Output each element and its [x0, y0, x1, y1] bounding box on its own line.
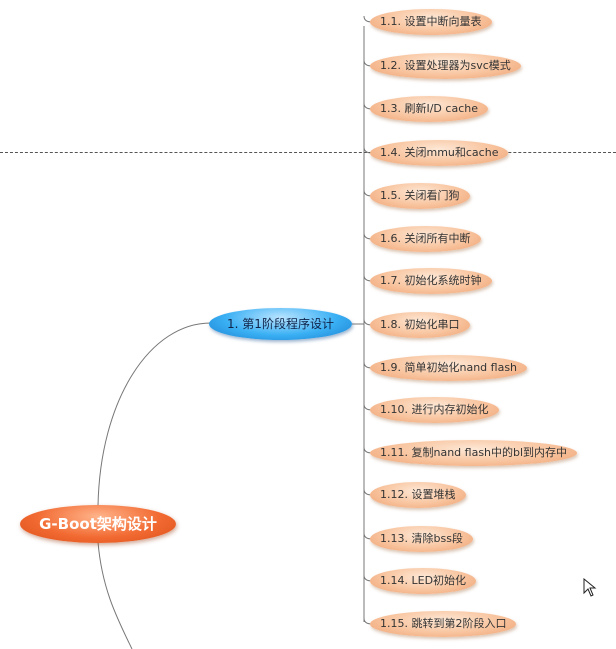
node-1-3[interactable]: 1.3. 刷新I/D cache	[370, 96, 488, 122]
node-1-4[interactable]: 1.4. 关闭mmu和cache	[370, 140, 509, 166]
mouse-pointer-icon	[583, 578, 597, 597]
node-1-10[interactable]: 1.10. 进行内存初始化	[370, 397, 499, 423]
node-1-8[interactable]: 1.8. 初始化串口	[370, 312, 470, 338]
page-break-line	[0, 152, 616, 153]
node-1-9[interactable]: 1.9. 简单初始化nand flash	[370, 355, 528, 381]
node-1-14[interactable]: 1.14. LED初始化	[370, 568, 477, 594]
root-to-stage-connector	[97, 322, 213, 507]
root-node[interactable]: G-Boot架构设计	[20, 505, 176, 543]
node-1-2[interactable]: 1.2. 设置处理器为svc模式	[370, 53, 521, 79]
node-1-13[interactable]: 1.13. 清除bss段	[370, 526, 473, 552]
root-down-connector	[97, 541, 133, 649]
node-1-15[interactable]: 1.15. 跳转到第2阶段入口	[370, 611, 517, 637]
node-1-1[interactable]: 1.1. 设置中断向量表	[370, 9, 492, 35]
node-1-12[interactable]: 1.12. 设置堆栈	[370, 482, 466, 508]
node-1-7[interactable]: 1.7. 初始化系统时钟	[370, 268, 492, 294]
node-1-5[interactable]: 1.5. 关闭看门狗	[370, 183, 470, 209]
stage1-node[interactable]: 1. 第1阶段程序设计	[209, 308, 352, 340]
node-1-6[interactable]: 1.6. 关闭所有中断	[370, 226, 481, 252]
node-1-11[interactable]: 1.11. 复制nand flash中的bl到内存中	[370, 440, 578, 466]
